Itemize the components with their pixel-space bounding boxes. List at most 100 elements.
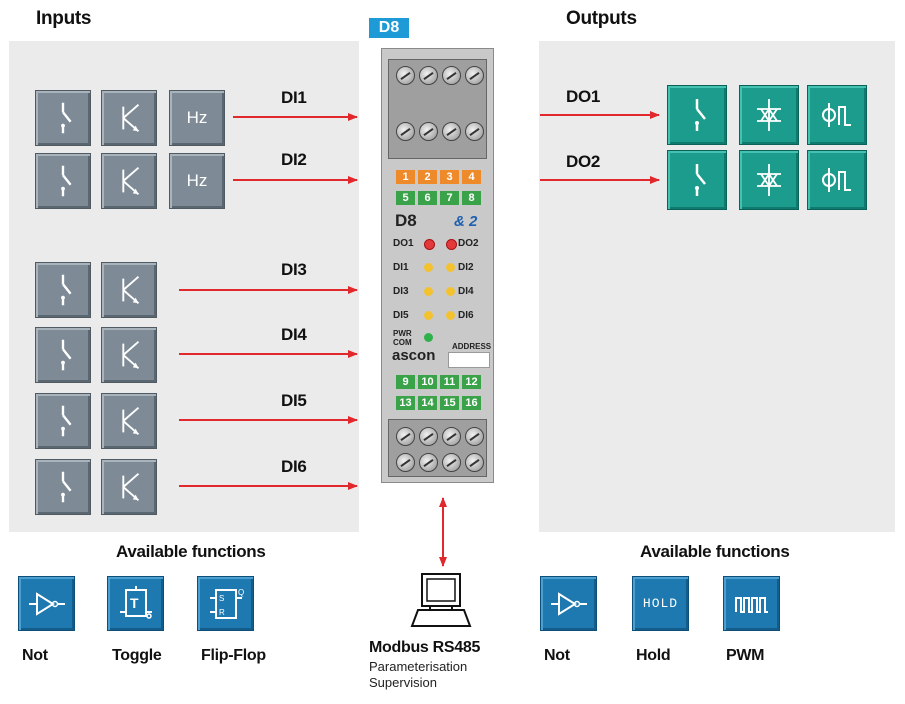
switch-input-button[interactable] bbox=[35, 90, 91, 146]
toggle-icon: T bbox=[119, 585, 152, 619]
not-label: Not bbox=[22, 647, 48, 664]
switch-input-button[interactable] bbox=[35, 393, 91, 449]
transistor-icon bbox=[122, 103, 140, 133]
screw-icon bbox=[442, 427, 461, 446]
modbus-line-2: Supervision bbox=[369, 675, 437, 690]
led-label-do2: DO2 bbox=[458, 238, 479, 249]
screw-icon bbox=[396, 66, 415, 85]
not-gate-icon bbox=[28, 591, 65, 616]
di4-label: DI4 bbox=[281, 325, 307, 344]
switch-input-button[interactable] bbox=[35, 459, 91, 515]
di6-label: DI6 bbox=[281, 457, 307, 476]
terminal-number: 16 bbox=[462, 396, 481, 410]
di3-led bbox=[424, 287, 433, 296]
transistor-input-button[interactable] bbox=[101, 393, 157, 449]
terminal-number: 5 bbox=[396, 191, 415, 205]
transistor-icon bbox=[122, 406, 140, 436]
switch-icon bbox=[61, 274, 72, 306]
do1-led bbox=[424, 239, 435, 250]
transistor-input-button[interactable] bbox=[101, 327, 157, 383]
hold-function-button[interactable]: HOLD bbox=[632, 576, 689, 631]
address-field bbox=[448, 352, 490, 368]
triac-output-button[interactable] bbox=[739, 85, 799, 145]
device-brand: ascon bbox=[392, 347, 436, 364]
switch-icon bbox=[695, 99, 706, 131]
device-model-label: D8 bbox=[395, 211, 417, 230]
flipflop-s: S bbox=[219, 594, 224, 603]
screw-icon bbox=[396, 427, 415, 446]
triac-output-button[interactable] bbox=[739, 150, 799, 210]
address-label: ADDRESS bbox=[452, 342, 492, 351]
frequency-input-button[interactable]: Hz bbox=[169, 90, 225, 146]
terminal-number: 4 bbox=[462, 170, 481, 184]
screw-icon bbox=[419, 122, 438, 141]
screw-icon bbox=[442, 453, 461, 472]
switch-icon bbox=[61, 339, 72, 371]
relay-output-button[interactable] bbox=[667, 85, 727, 145]
led-label-com: COM bbox=[393, 338, 412, 347]
led-label-di2: DI2 bbox=[458, 262, 474, 273]
triac-icon bbox=[757, 99, 781, 131]
transistor-input-button[interactable] bbox=[101, 262, 157, 318]
transistor-input-button[interactable] bbox=[101, 90, 157, 146]
di1-led bbox=[424, 263, 433, 272]
outputs-heading: Outputs bbox=[566, 8, 637, 29]
switch-input-button[interactable] bbox=[35, 262, 91, 318]
led-label-di6: DI6 bbox=[458, 310, 474, 321]
screw-icon bbox=[419, 453, 438, 472]
di2-label: DI2 bbox=[281, 150, 307, 169]
terminal-number: 1 bbox=[396, 170, 415, 184]
switch-icon bbox=[61, 471, 72, 503]
do1-label: DO1 bbox=[566, 87, 601, 106]
screw-icon bbox=[465, 66, 484, 85]
terminal-number: 9 bbox=[396, 375, 415, 389]
di1-label: DI1 bbox=[281, 88, 307, 107]
toggle-function-button[interactable]: T bbox=[107, 576, 164, 631]
ssr-output-button[interactable] bbox=[807, 85, 867, 145]
transistor-icon bbox=[122, 275, 140, 305]
transistor-icon bbox=[122, 472, 140, 502]
not-function-button[interactable] bbox=[18, 576, 75, 631]
switch-icon bbox=[61, 405, 72, 437]
pwm-function-button[interactable] bbox=[723, 576, 780, 631]
switch-input-button[interactable] bbox=[35, 327, 91, 383]
relay-output-button[interactable] bbox=[667, 150, 727, 210]
d8-module: 1 2 3 4 5 6 7 8 D8 & 2 DO1 DO2 DI1 DI2 D… bbox=[381, 48, 494, 483]
terminal-number: 6 bbox=[418, 191, 437, 205]
transistor-icon bbox=[122, 340, 140, 370]
screw-icon bbox=[396, 122, 415, 141]
not-function-button[interactable] bbox=[540, 576, 597, 631]
ssr-output-button[interactable] bbox=[807, 150, 867, 210]
terminal-number: 15 bbox=[440, 396, 459, 410]
transistor-input-button[interactable] bbox=[101, 153, 157, 209]
terminal-number: 2 bbox=[418, 170, 437, 184]
left-functions-title: Available functions bbox=[116, 542, 266, 561]
not-label: Not bbox=[544, 647, 570, 664]
switch-input-button[interactable] bbox=[35, 153, 91, 209]
di2-led bbox=[446, 263, 455, 272]
led-label-do1: DO1 bbox=[393, 238, 414, 249]
modbus-title: Modbus RS485 bbox=[369, 639, 481, 656]
di6-led bbox=[446, 311, 455, 320]
triac-icon bbox=[757, 164, 781, 196]
toggle-letter: T bbox=[130, 595, 139, 611]
device-tag: D8 bbox=[369, 18, 409, 38]
flipflop-icon: SRQ bbox=[209, 588, 244, 619]
frequency-input-button[interactable]: Hz bbox=[169, 153, 225, 209]
screw-icon bbox=[419, 66, 438, 85]
transistor-input-button[interactable] bbox=[101, 459, 157, 515]
terminal-number: 13 bbox=[396, 396, 415, 410]
modbus-line-1: Parameterisation bbox=[369, 659, 468, 674]
terminal-number: 14 bbox=[418, 396, 437, 410]
led-label-di5: DI5 bbox=[393, 310, 409, 321]
terminal-number: 8 bbox=[462, 191, 481, 205]
computer-icon bbox=[410, 573, 472, 627]
screw-icon bbox=[419, 427, 438, 446]
flipflop-q: Q bbox=[238, 588, 244, 597]
screw-icon bbox=[465, 453, 484, 472]
pwm-label: PWM bbox=[726, 647, 765, 664]
terminal-number: 10 bbox=[418, 375, 437, 389]
transistor-icon bbox=[122, 166, 140, 196]
